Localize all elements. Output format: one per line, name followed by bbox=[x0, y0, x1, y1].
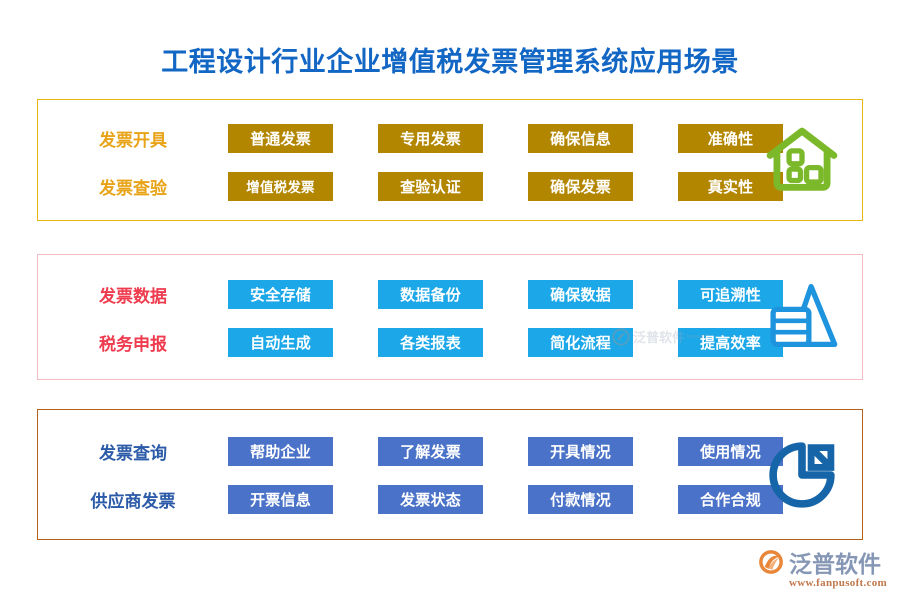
tag-cooperation-compliance[interactable]: 合作合规 bbox=[678, 484, 783, 514]
row-label-invoice-verification: 发票查验 bbox=[99, 178, 167, 198]
tag-ensure-data[interactable]: 确保数据 bbox=[528, 279, 633, 309]
tag-invoice-status[interactable]: 发票状态 bbox=[378, 484, 483, 514]
tag-issuance-status[interactable]: 开具情况 bbox=[528, 436, 633, 466]
tag-various-reports[interactable]: 各类报表 bbox=[378, 327, 483, 357]
tag-simplify-process[interactable]: 简化流程 bbox=[528, 327, 633, 357]
card-query-rows: 发票查询 帮助企业 了解发票 开具情况 使用情况 供应商发票 开票信息 发票状态… bbox=[38, 410, 862, 539]
tag-group: 开票信息 发票状态 付款情况 合作合规 bbox=[228, 484, 783, 514]
tag-vat-invoice[interactable]: 增值税发票 bbox=[228, 171, 333, 201]
tag-group: 安全存储 数据备份 确保数据 可追溯性 bbox=[228, 279, 783, 309]
card-invoicing-rows: 发票开具 普通发票 专用发票 确保信息 准确性 发票查验 增值税发票 查验认证 … bbox=[38, 100, 862, 220]
row-label-invoice-issue: 发票开具 bbox=[99, 130, 167, 150]
table-row: 发票查询 帮助企业 了解发票 开具情况 使用情况 bbox=[38, 435, 862, 467]
row-label-supplier-invoice: 供应商发票 bbox=[90, 491, 176, 511]
tag-traceability[interactable]: 可追溯性 bbox=[678, 279, 783, 309]
tag-group: 帮助企业 了解发票 开具情况 使用情况 bbox=[228, 436, 783, 466]
table-row: 发票数据 安全存储 数据备份 确保数据 可追溯性 bbox=[38, 278, 862, 310]
fanpu-logo-icon bbox=[759, 550, 783, 574]
page-title: 工程设计行业企业增值税发票管理系统应用场景 bbox=[161, 47, 739, 77]
tag-payment-status[interactable]: 付款情况 bbox=[528, 484, 633, 514]
tag-accuracy[interactable]: 准确性 bbox=[678, 123, 783, 153]
house-icon bbox=[766, 127, 838, 191]
tag-authenticity[interactable]: 真实性 bbox=[678, 171, 783, 201]
tag-usage-status[interactable]: 使用情况 bbox=[678, 436, 783, 466]
card-data: 发票数据 安全存储 数据备份 确保数据 可追溯性 税务申报 自动生成 各类报表 … bbox=[37, 254, 863, 380]
row-label-tax-filing: 税务申报 bbox=[99, 334, 167, 354]
tag-ordinary-invoice[interactable]: 普通发票 bbox=[228, 123, 333, 153]
tag-group: 普通发票 专用发票 确保信息 准确性 bbox=[228, 123, 783, 153]
logo-text: 泛普软件 bbox=[789, 551, 881, 577]
pie-chart-icon bbox=[769, 441, 835, 508]
tag-data-backup[interactable]: 数据备份 bbox=[378, 279, 483, 309]
footer-logo: 泛普软件 www.fanpusoft.com bbox=[757, 548, 887, 592]
card-invoicing: 发票开具 普通发票 专用发票 确保信息 准确性 发票查验 增值税发票 查验认证 … bbox=[37, 99, 863, 221]
table-row: 发票开具 普通发票 专用发票 确保信息 准确性 bbox=[38, 122, 862, 154]
table-row: 发票查验 增值税发票 查验认证 确保发票 真实性 bbox=[38, 170, 862, 202]
table-row: 税务申报 自动生成 各类报表 简化流程 提高效率 bbox=[38, 326, 862, 358]
tag-special-invoice[interactable]: 专用发票 bbox=[378, 123, 483, 153]
tag-help-enterprise[interactable]: 帮助企业 bbox=[228, 436, 333, 466]
tag-ensure-invoice[interactable]: 确保发票 bbox=[528, 171, 633, 201]
tag-invoicing-information[interactable]: 开票信息 bbox=[228, 484, 333, 514]
tag-understand-invoice[interactable]: 了解发票 bbox=[378, 436, 483, 466]
tag-ensure-information[interactable]: 确保信息 bbox=[528, 123, 633, 153]
bar-chart-triangle-icon bbox=[770, 283, 838, 348]
tag-improve-efficiency[interactable]: 提高效率 bbox=[678, 327, 783, 357]
tag-secure-storage[interactable]: 安全存储 bbox=[228, 279, 333, 309]
logo-url: www.fanpusoft.com bbox=[789, 577, 887, 589]
tag-verification-certification[interactable]: 查验认证 bbox=[378, 171, 483, 201]
table-row: 供应商发票 开票信息 发票状态 付款情况 合作合规 bbox=[38, 483, 862, 515]
row-label-invoice-query: 发票查询 bbox=[99, 443, 167, 463]
card-query: 发票查询 帮助企业 了解发票 开具情况 使用情况 供应商发票 开票信息 发票状态… bbox=[37, 409, 863, 540]
logo-row: 泛普软件 bbox=[757, 548, 887, 577]
row-label-invoice-data: 发票数据 bbox=[99, 286, 167, 306]
tag-group: 增值税发票 查验认证 确保发票 真实性 bbox=[228, 171, 783, 201]
tag-auto-generate[interactable]: 自动生成 bbox=[228, 327, 333, 357]
card-data-rows: 发票数据 安全存储 数据备份 确保数据 可追溯性 税务申报 自动生成 各类报表 … bbox=[38, 255, 862, 379]
tag-group: 自动生成 各类报表 简化流程 提高效率 bbox=[228, 327, 783, 357]
